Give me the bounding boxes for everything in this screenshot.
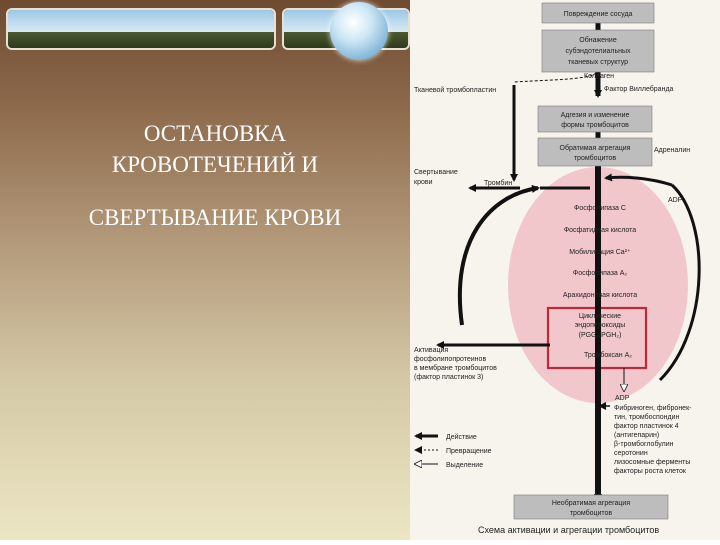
title-line-1: ОСТАНОВКА bbox=[143, 121, 287, 146]
cascade-pa: Фосфатидная кислота bbox=[564, 227, 636, 234]
legend-secretion-label: Выделение bbox=[446, 462, 483, 469]
reversible-line-2: тромбоцитов bbox=[574, 154, 617, 162]
thrombin-label: Тромбин bbox=[484, 179, 512, 187]
title-line-3: СВЕРТЫВАНИЕ КРОВИ bbox=[88, 205, 342, 230]
release-line-5: β-тромбоглобулин bbox=[614, 440, 674, 448]
cascade-txa2: Тромбоксан A₂ bbox=[584, 351, 632, 359]
phospholipid-to-thrombin-curve bbox=[457, 184, 540, 326]
irreversible-line-2: тромбоцитов bbox=[570, 509, 613, 517]
exposure-line-2: субэндотелиальных bbox=[565, 47, 631, 55]
adhesion-line-2: формы тромбоцитов bbox=[561, 121, 629, 129]
adp-feedback-curve bbox=[658, 183, 701, 382]
cascade-endo-1: Циклические bbox=[579, 313, 621, 320]
irreversible-aggregation-box: Необратимая агрегация тромбоцитов bbox=[513, 494, 669, 520]
release-line-4: (антигепарин) bbox=[614, 432, 659, 439]
adp-bottom-label: ADP bbox=[615, 395, 630, 402]
release-line-3: фактор пластинок 4 bbox=[614, 423, 679, 430]
release-line-1: Фибриноген, фибронек- bbox=[614, 404, 692, 412]
diagram-svg: Повреждение сосуда Обнажение субэндотели… bbox=[414, 2, 701, 535]
irreversible-line-1: Необратимая агрегация bbox=[552, 499, 630, 507]
release-line-8: факторы роста клеток bbox=[614, 468, 687, 475]
adhesion-box: Адгезия и изменение формы тромбоцитов bbox=[537, 105, 653, 133]
release-line-7: лизосомные ферменты bbox=[614, 459, 690, 466]
exposure-line-1: Обнажение bbox=[579, 36, 617, 44]
slide-left-panel: ОСТАНОВКА КРОВОТЕЧЕНИЙ И СВЕРТЫВАНИЕ КРО… bbox=[0, 0, 410, 540]
reversible-aggregation-box: Обратимая агрегация тромбоцитов bbox=[537, 137, 653, 167]
adp-top-label: ADP bbox=[668, 197, 683, 204]
cascade-endo-2: эндопероксиды bbox=[575, 322, 626, 329]
vwf-label: Фактор Виллебранда bbox=[604, 85, 674, 93]
title-line-2: КРОВОТЕЧЕНИЙ И bbox=[111, 152, 319, 177]
activation-line-4: (фактор пластинок 3) bbox=[414, 374, 483, 381]
activation-line-3: в мембране тромбоцитов bbox=[414, 364, 497, 372]
diagram-caption: Схема активации и агрегации тромбоцитов bbox=[478, 525, 659, 535]
clotting-line-2: крови bbox=[414, 179, 433, 186]
cascade-pla2: Фосфолипаза A₂ bbox=[573, 270, 628, 277]
activation-line-2: фосфолипопротеинов bbox=[414, 356, 486, 363]
legend-transformation-label: Превращение bbox=[446, 448, 492, 455]
activation-line-1: Активация bbox=[414, 347, 448, 354]
landscape-banner-left bbox=[6, 8, 276, 50]
reversible-line-1: Обратимая агрегация bbox=[560, 144, 631, 152]
collagen-to-thromboplastin-link bbox=[513, 71, 597, 83]
cascade-plc: Фосфолипаза С bbox=[574, 205, 626, 212]
damage-box: Повреждение сосуда bbox=[541, 2, 655, 24]
cascade-endo-3: (PGG₂/PGH₂) bbox=[579, 332, 622, 339]
globe-icon bbox=[330, 2, 388, 60]
adrenaline-label: Адреналин bbox=[654, 147, 690, 154]
release-line-2: тин, тромбоспондин bbox=[614, 413, 680, 421]
tissue-thromboplastin-label: Тканевой тромбопластин bbox=[414, 86, 496, 94]
slide-title: ОСТАНОВКА КРОВОТЕЧЕНИЙ И СВЕРТЫВАНИЕ КРО… bbox=[20, 118, 410, 233]
legend-action-label: Действие bbox=[446, 433, 477, 441]
adp-feedback-arrowhead bbox=[604, 173, 673, 187]
diagram-legend: Действие Превращение Выделение bbox=[414, 432, 492, 469]
platelet-activation-diagram: Повреждение сосуда Обнажение субэндотели… bbox=[410, 0, 720, 540]
cascade-ca: Мобилизация Ca²⁺ bbox=[569, 248, 631, 256]
collagen-label: Коллаген bbox=[584, 73, 614, 80]
release-line-6: серотонин bbox=[614, 450, 648, 457]
exposure-line-3: тканевых структур bbox=[568, 59, 628, 66]
clotting-line-1: Свертывание bbox=[414, 169, 458, 176]
damage-box-label: Повреждение сосуда bbox=[564, 11, 633, 18]
cascade-aa: Арахидоновая кислота bbox=[563, 292, 637, 299]
adhesion-line-1: Адгезия и изменение bbox=[561, 112, 630, 119]
exposure-box: Обнажение субэндотелиальных тканевых стр… bbox=[541, 29, 655, 73]
